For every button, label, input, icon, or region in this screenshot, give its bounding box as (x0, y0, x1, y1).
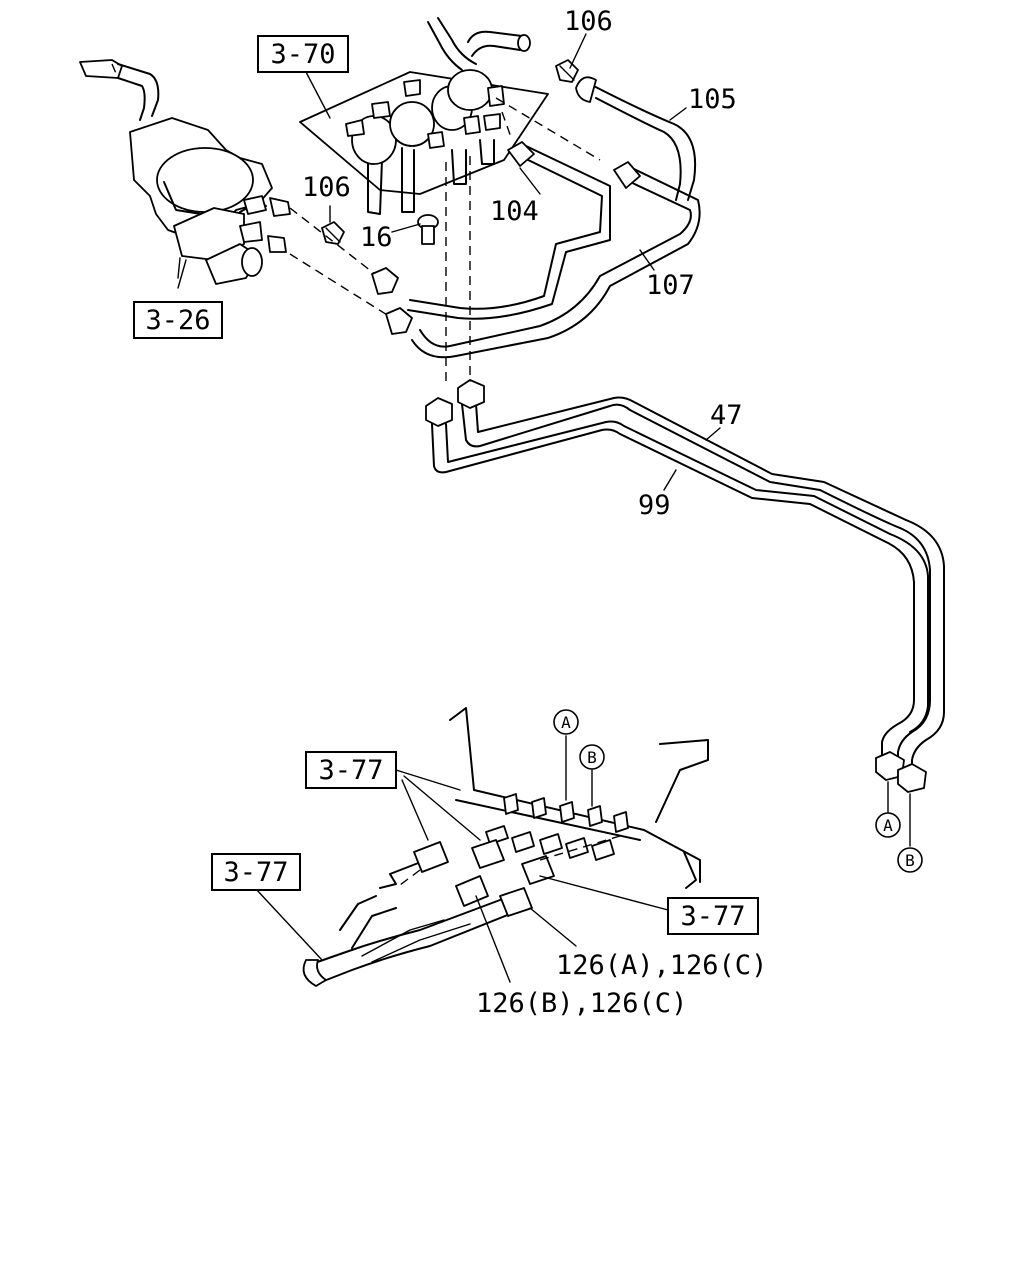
reference-label: 3-77 (223, 857, 288, 888)
distribution-rail (449, 707, 709, 889)
part-label-126-a-c: 126(A),126(C) (556, 950, 767, 981)
connector-marker-label: A (883, 816, 893, 835)
clamp-106-mid (321, 221, 345, 245)
flare-nut-upper-1 (371, 267, 399, 295)
connector-marker-label: B (905, 851, 915, 870)
reference-label: 3-77 (318, 755, 383, 786)
leader-lines (177, 33, 721, 983)
part-label-47: 47 (710, 400, 743, 431)
part-label-105: 105 (688, 84, 737, 115)
dashed-leaders (289, 97, 601, 384)
hose-105 (575, 76, 697, 201)
vsv-assembly (129, 117, 291, 285)
vacuum-hose-left (79, 59, 160, 121)
connector-marker-b-rail: B (579, 744, 605, 770)
pipe-107 (411, 161, 701, 359)
valve-bracket-assembly (299, 17, 549, 245)
brake-line-99 (425, 397, 891, 543)
reference-box-3-70[interactable]: 3-70 (257, 35, 349, 73)
part-label-104: 104 (490, 196, 539, 227)
brake-line-47 (457, 379, 907, 529)
connector-marker-label: B (587, 748, 597, 767)
wire-harness (302, 825, 621, 987)
reference-label: 3-26 (145, 305, 210, 336)
connector-marker-b-bottom: B (897, 847, 923, 873)
connector-marker-label: A (561, 713, 571, 732)
part-label-126-b-c: 126(B),126(C) (476, 988, 687, 1019)
brake-line-drops (875, 519, 945, 847)
part-label-99: 99 (638, 490, 671, 521)
connector-marker-a-bottom: A (875, 812, 901, 838)
pipe-104 (407, 141, 611, 320)
reference-label: 3-77 (680, 901, 745, 932)
reference-box-3-77-right[interactable]: 3-77 (667, 897, 759, 935)
reference-box-3-26[interactable]: 3-26 (133, 301, 223, 339)
part-label-106-top: 106 (564, 6, 613, 37)
part-label-106-mid: 106 (302, 172, 351, 203)
flare-nut-upper-2 (385, 307, 413, 335)
reference-box-3-77-left[interactable]: 3-77 (211, 853, 301, 891)
reference-label: 3-70 (270, 39, 335, 70)
clamp-106-top (555, 59, 579, 83)
connector-marker-a-rail: A (553, 709, 579, 735)
part-label-107: 107 (646, 270, 695, 301)
part-label-16: 16 (360, 222, 393, 253)
reference-box-3-77-top[interactable]: 3-77 (305, 751, 397, 789)
